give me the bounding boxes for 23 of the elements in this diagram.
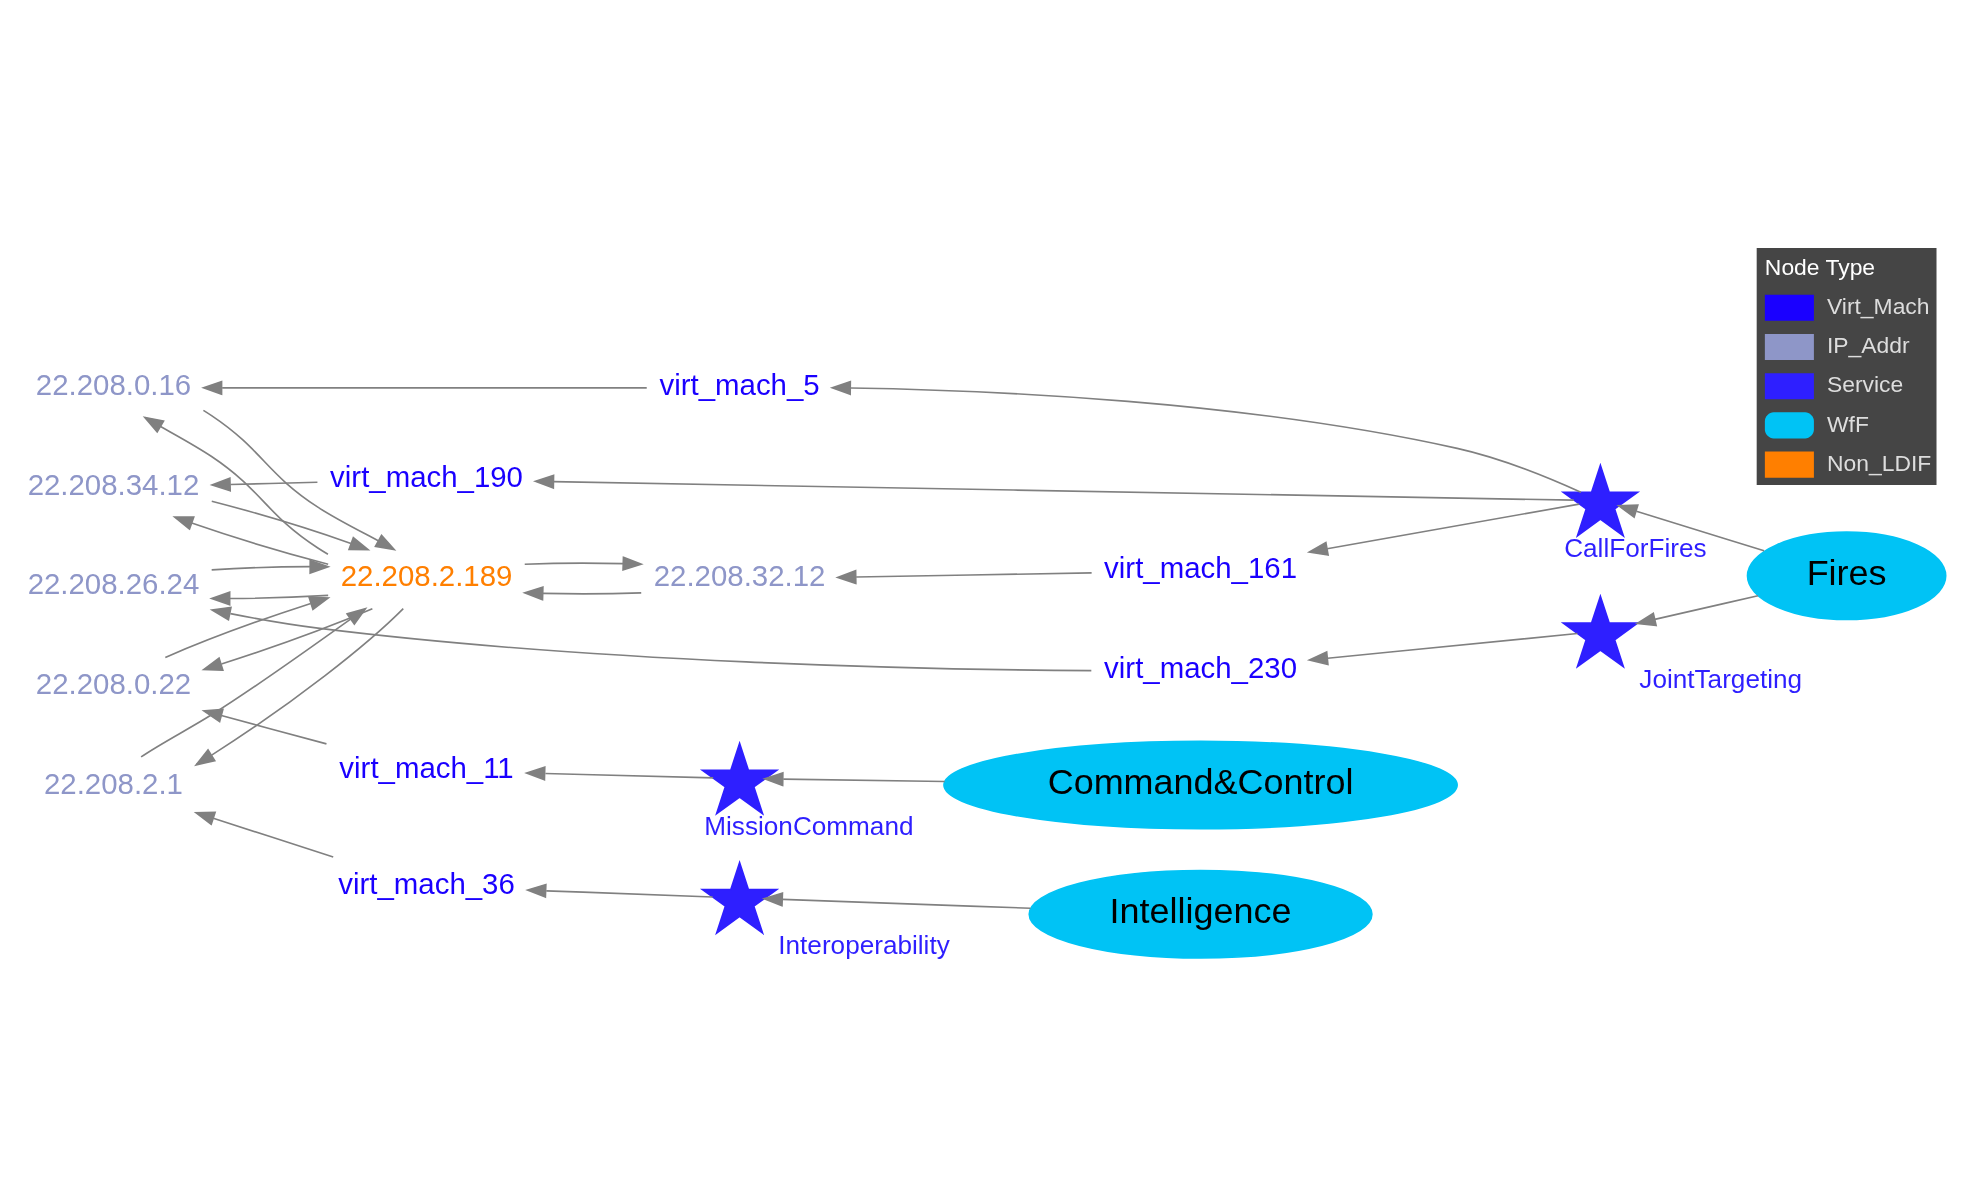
node-text: 22.208.0.22 [35,666,192,700]
node-text: virt_mach_161 [1104,550,1298,584]
legend-label: IP_Addr [1826,331,1910,358]
node-text: 22.208.2.1 [43,766,183,800]
node-text: 22.208.2.189 [340,558,513,592]
node-label: CallForFires [1564,532,1707,563]
node-text: virt_mach_36 [338,866,515,900]
node-text: 22.208.0.16 [35,367,192,401]
legend-label: Service [1826,370,1904,397]
node-text: 22.208.26.24 [27,566,200,600]
node-text: virt_mach_11 [339,750,514,784]
node-text: 22.208.34.12 [27,467,200,501]
node-label: MissionCommand [704,810,914,841]
node-text: 22.208.32.12 [653,558,826,592]
legend-label: WfF [1826,410,1869,436]
node-label: Interoperability [778,929,950,960]
node-text: virt_mach_230 [1104,650,1298,684]
legend-label: Non_LDIF [1826,449,1932,476]
node-text: virt_mach_190 [330,459,523,493]
node-label: JointTargeting [1639,663,1803,693]
legend-label: Virt_Mach [1826,292,1930,319]
node-text: virt_mach_5 [659,367,820,401]
label: Node Type [1764,253,1876,280]
